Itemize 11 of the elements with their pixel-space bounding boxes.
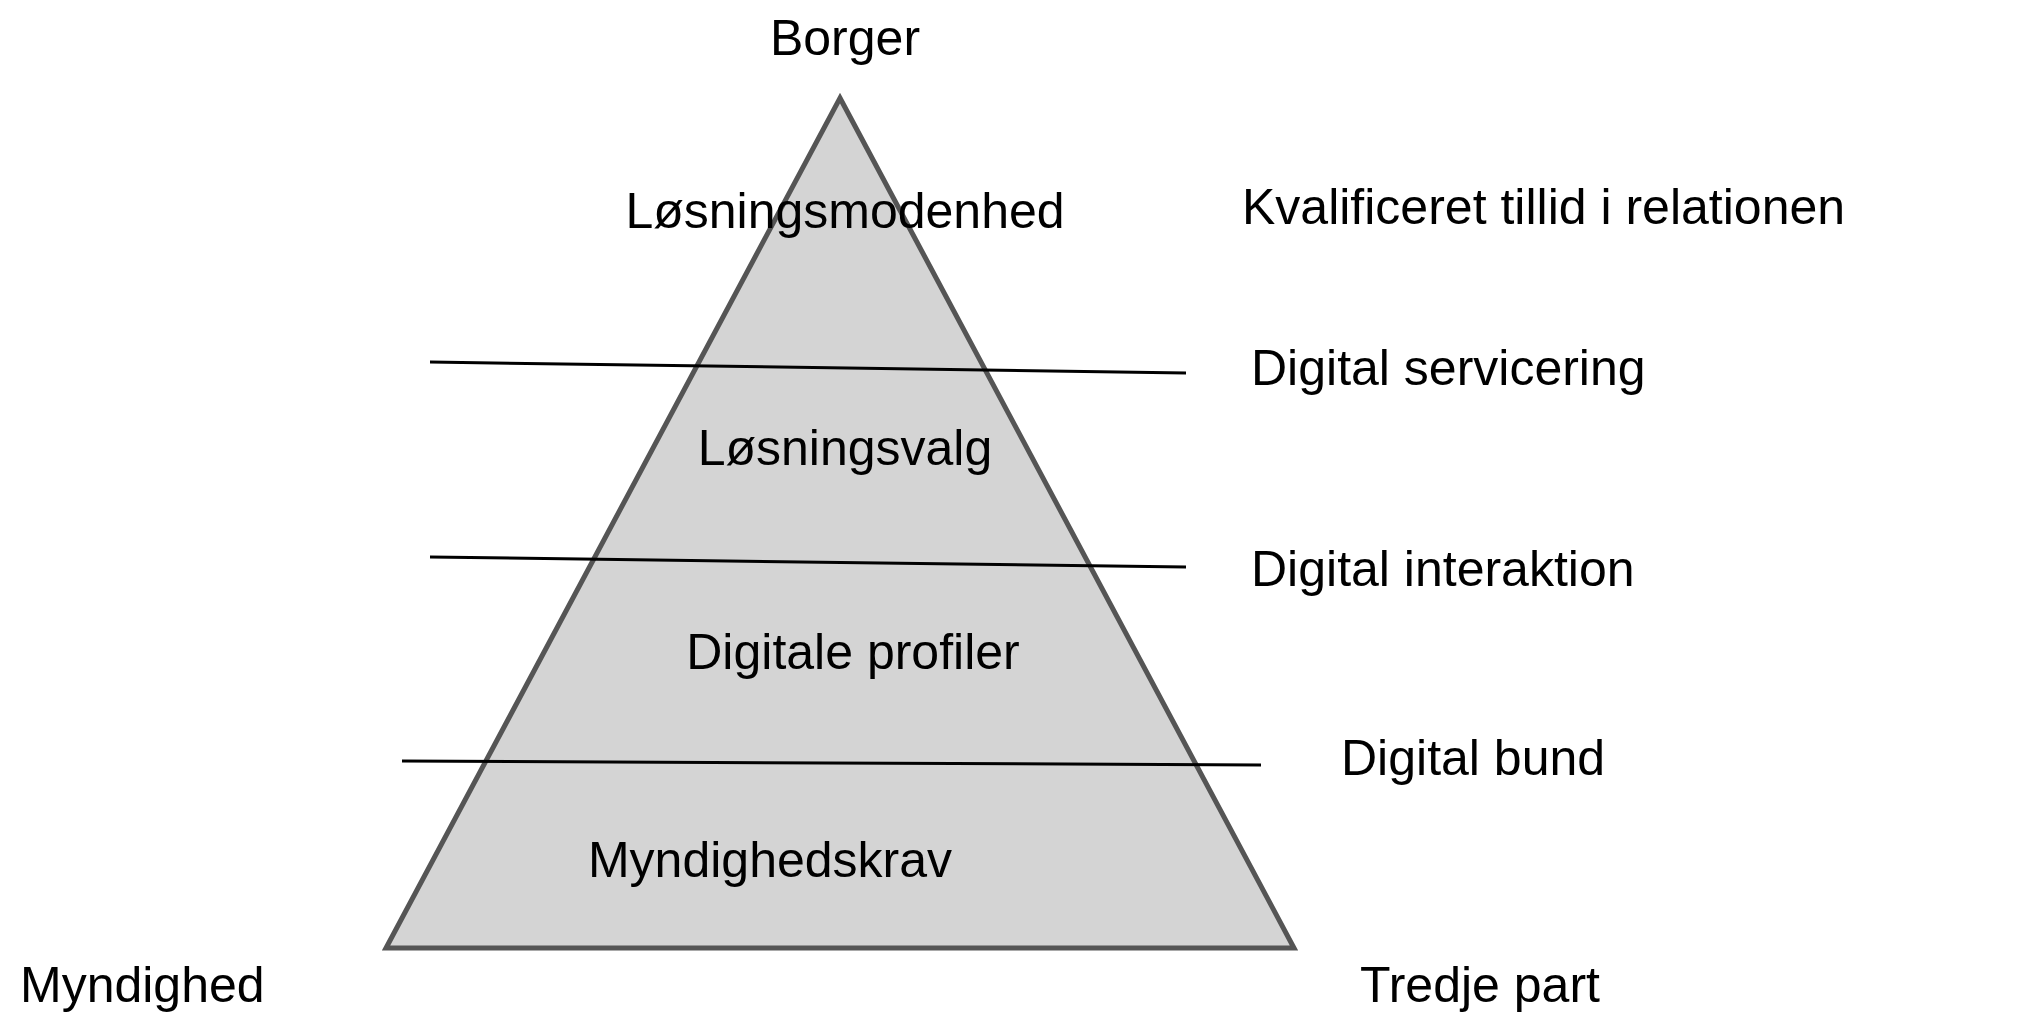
corner-label: Tredje part	[1360, 957, 1600, 1015]
level-label: Kvalificeret tillid i relationen	[1242, 179, 1846, 237]
corner-label: Myndighed	[20, 957, 265, 1015]
level-label: Digital bund	[1341, 730, 1606, 788]
band-label: Myndighedskrav	[587, 832, 953, 890]
level-label: Digital interaktion	[1251, 541, 1635, 599]
pyramid-band	[592, 367, 1088, 562]
apex-label: Borger	[769, 10, 921, 68]
band-label: Digitale profiler	[686, 624, 1020, 682]
band-label: Løsningsvalg	[697, 420, 993, 478]
level-label: Digital servicering	[1251, 340, 1646, 398]
